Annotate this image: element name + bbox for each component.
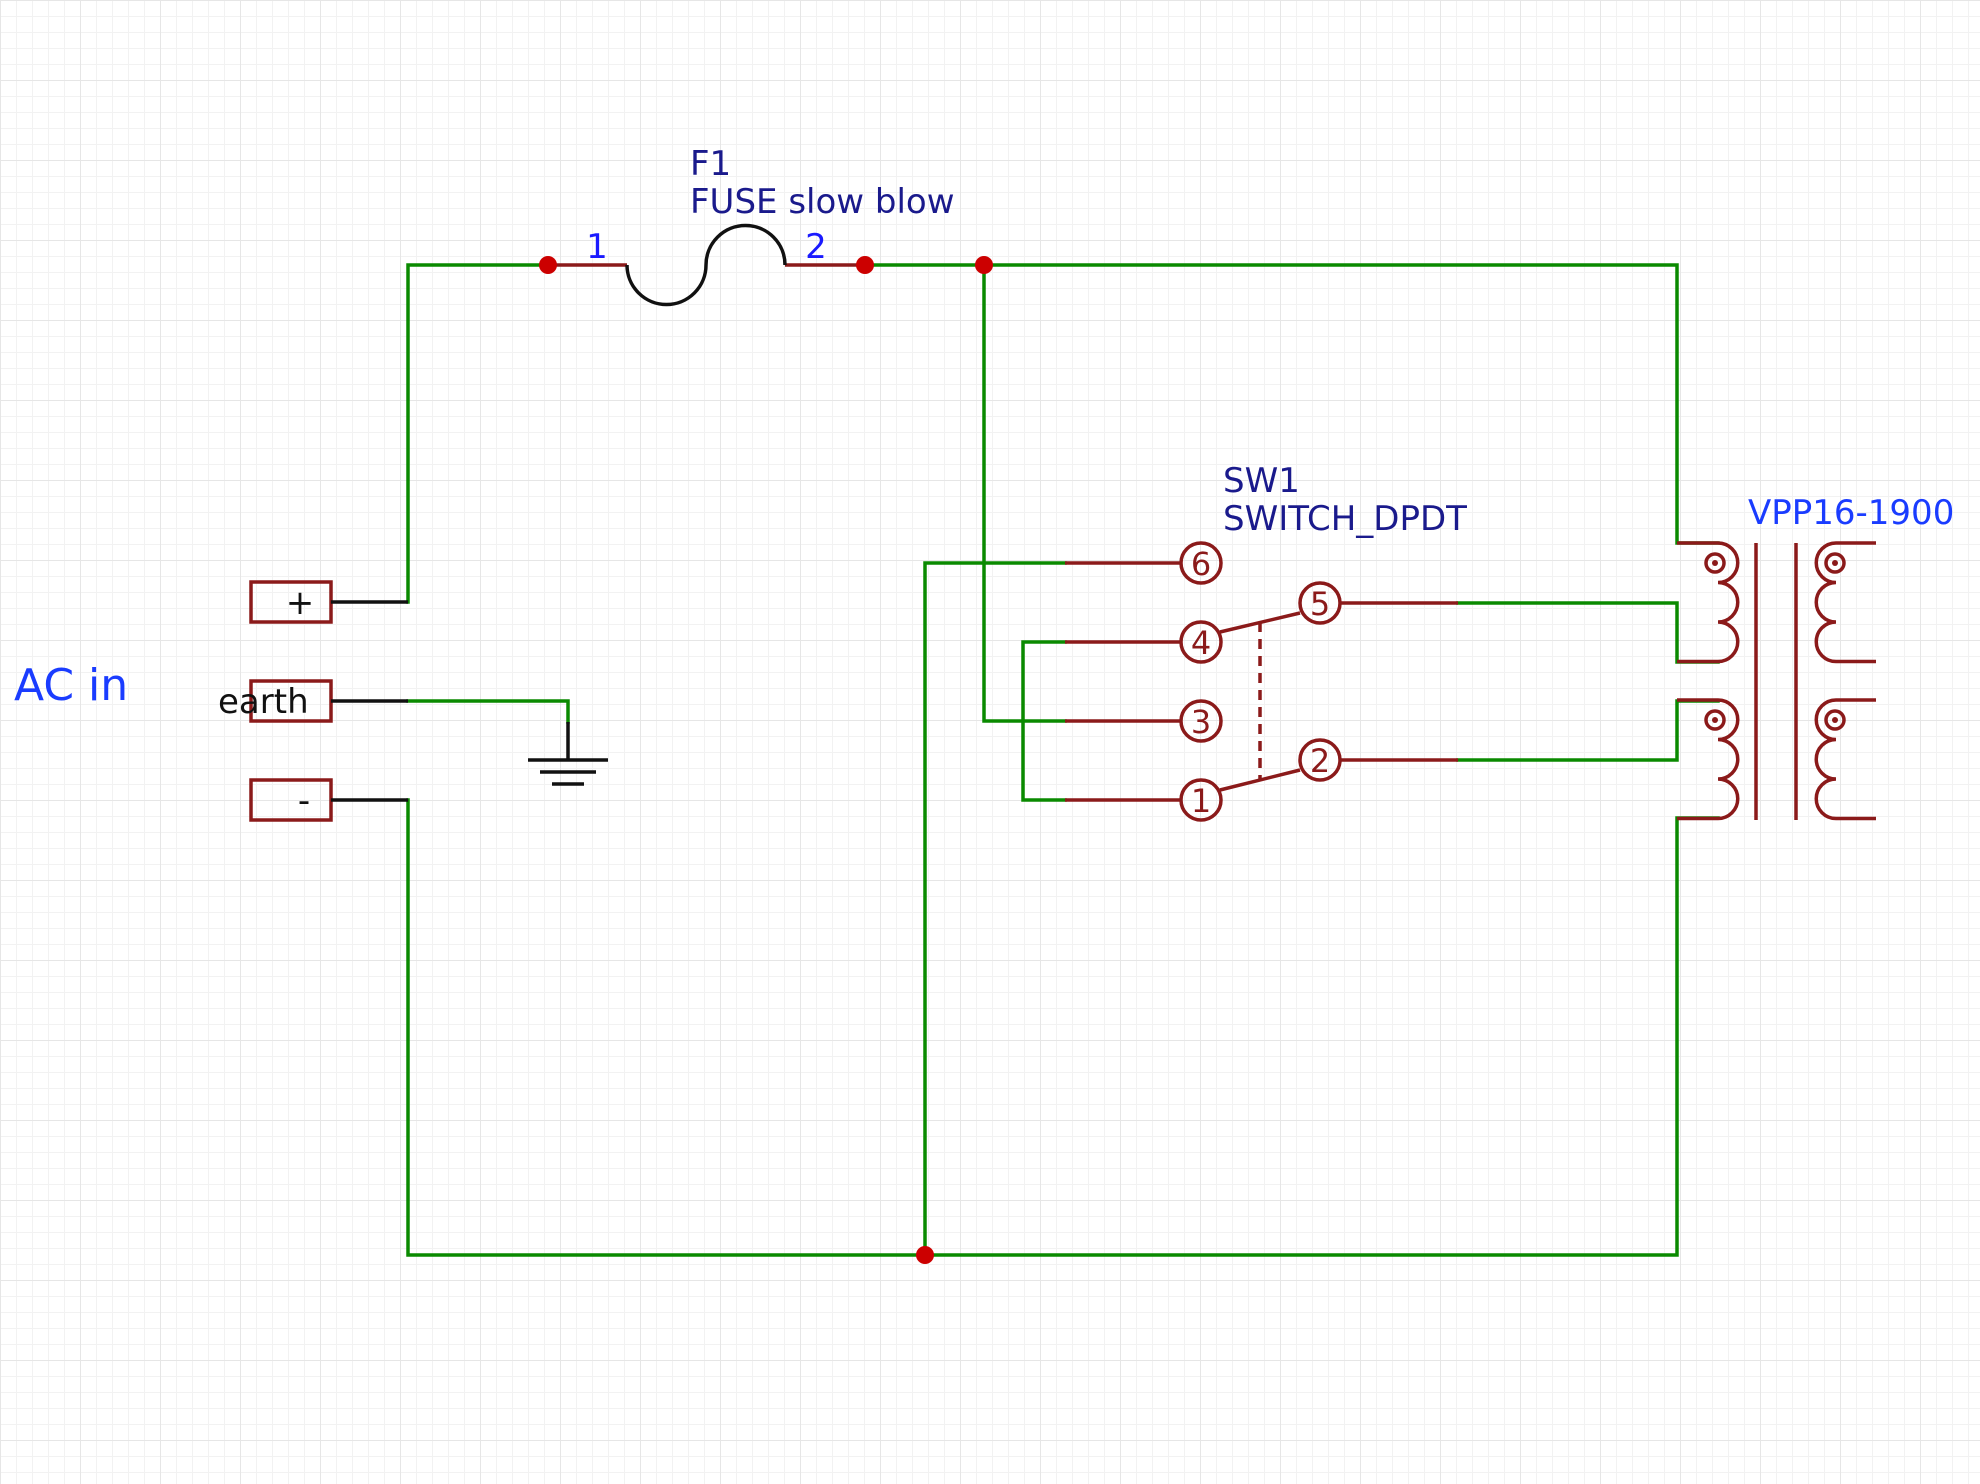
switch-value: SWITCH_DPDT (1223, 499, 1467, 539)
fuse-pin1-number: 1 (586, 227, 608, 267)
switch-pin-1: 1 (1191, 782, 1211, 820)
fuse-ref: F1 (690, 144, 731, 184)
switch-pin-2: 2 (1310, 742, 1330, 780)
net-label-ac-in[interactable]: AC in (14, 660, 128, 711)
wire-earth[interactable] (406, 699, 570, 724)
transformer-icon (1677, 541, 1876, 821)
wire-to-sw-pin6[interactable] (923, 561, 1067, 1257)
junction-bottom-branch (916, 1246, 934, 1264)
fuse-value: FUSE slow blow (690, 182, 955, 222)
dpdt-switch-icon (1065, 541, 1458, 822)
junction-fuse-pin2 (856, 256, 874, 274)
transformer-vpp16-1900[interactable]: VPP16-1900 (1677, 493, 1954, 821)
wire-plus[interactable] (406, 263, 550, 604)
switch-sw1[interactable]: 6 4 3 1 5 2 SW1 SWITCH_DPDT (1065, 461, 1467, 822)
transformer-value: VPP16-1900 (1748, 493, 1954, 533)
fuse-f1[interactable]: 1 2 F1 FUSE slow blow (548, 144, 955, 307)
switch-pin-6: 6 (1191, 545, 1211, 583)
wire-sw-pin5[interactable] (1456, 601, 1720, 664)
connector-label-minus: - (298, 781, 310, 821)
switch-pin-5: 5 (1310, 585, 1330, 623)
connector-pin-minus-box[interactable] (249, 778, 333, 822)
junction-top-branch (975, 256, 993, 274)
junctions (539, 256, 993, 1264)
connector-label-earth: earth (218, 682, 309, 722)
fuse-pin2-number: 2 (805, 227, 827, 267)
wire-sw-pin2[interactable] (1456, 699, 1720, 762)
switch-ref: SW1 (1223, 461, 1300, 501)
wire-to-sw-pin3[interactable] (982, 263, 1067, 723)
ground-icon (528, 722, 608, 786)
fuse-icon (625, 223, 787, 307)
junction-fuse-pin1 (539, 256, 557, 274)
wire-sw-pin4-pin1[interactable] (1021, 640, 1067, 802)
switch-pin-4: 4 (1191, 624, 1211, 662)
connector-label-plus: + (286, 583, 315, 623)
wire-minus[interactable] (406, 798, 1720, 1257)
switch-pin-3: 3 (1191, 703, 1211, 741)
ac-connector[interactable]: + earth - (218, 580, 408, 822)
